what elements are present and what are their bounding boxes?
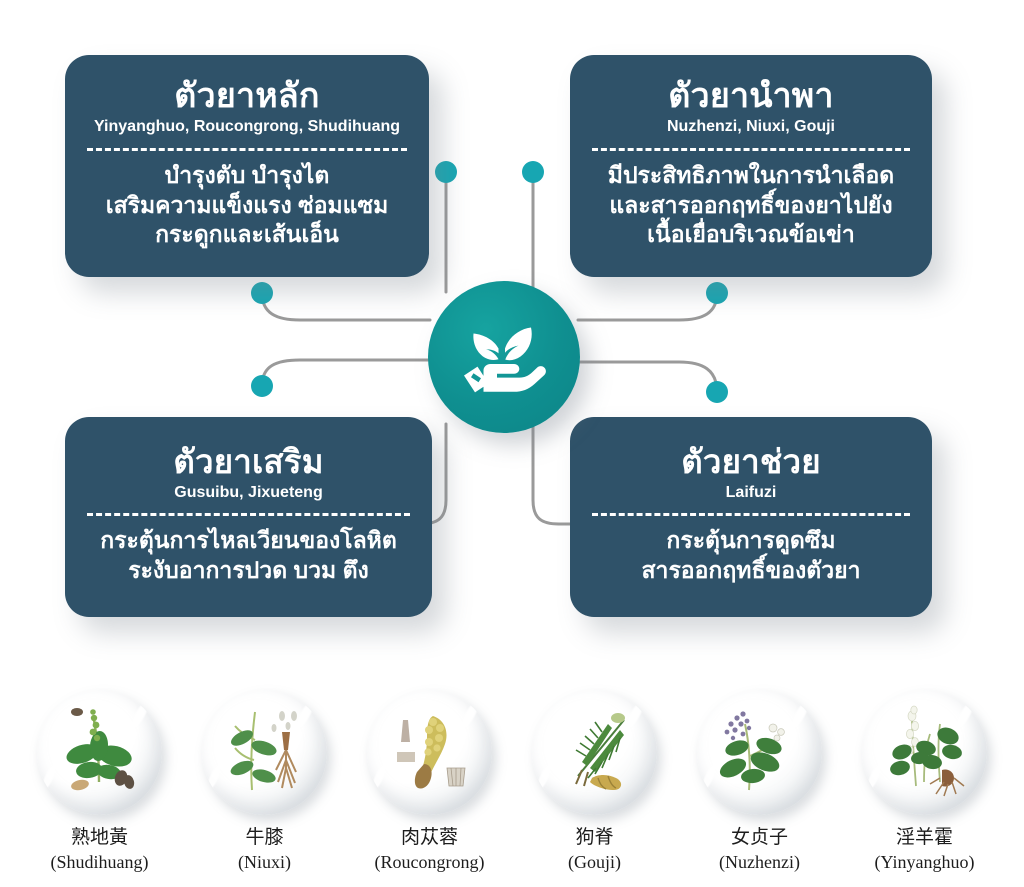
card-assistant-body: กระตุ้นการไหลเวียนของโลหิต ระงับอาการปวด… (100, 527, 397, 583)
connector-line-left-upper (260, 291, 432, 322)
specimen-label: 牛膝 (Niuxi) (238, 826, 291, 874)
card-envoy-herb[interactable]: ตัวยาช่วย Laifuzi กระตุ้นการดูดซึม สารออ… (570, 417, 932, 617)
specimen-name-en: (Roucongrong) (374, 851, 485, 872)
specimen-name-cn: 狗脊 (575, 827, 614, 848)
specimen-item[interactable]: 淫羊霍 (Yinyanghuo) (857, 690, 993, 874)
card-envoy-subtitle: Laifuzi (725, 483, 777, 501)
specimen-name-cn: 淫羊霍 (895, 827, 953, 848)
specimen-label: 淫羊霍 (Yinyanghuo) (875, 826, 975, 874)
specimen-name-cn: 牛膝 (245, 827, 284, 848)
specimen-label: 女贞子 (Nuzhenzi) (719, 826, 800, 874)
ligustrum-plant-icon (719, 711, 785, 791)
card-primary-title: ตัวยาหลัก (174, 76, 320, 115)
specimen-item[interactable]: 肉苁蓉 (Roucongrong) (362, 690, 498, 874)
card-primary-subtitle: Yinyanghuo, Roucongrong, Shudihuang (93, 118, 401, 136)
card-assistant-subtitle: Gusuibu, Jixueteng (174, 483, 323, 501)
connector-dot-top-left (435, 161, 457, 183)
card-envoy-title: ตัวยาช่วย (681, 443, 821, 481)
card-courier-title: ตัวยานำพา (668, 76, 834, 115)
specimen-orb (532, 690, 657, 815)
connector-dot-top-right (522, 161, 544, 183)
specimen-name-cn: 熟地黃 (70, 827, 128, 848)
card-assistant-herb[interactable]: ตัวยาเสริม Gusuibu, Jixueteng กระตุ้นการ… (65, 417, 432, 617)
cibotium-fern-icon (575, 713, 625, 790)
epimedium-plant-icon (890, 705, 965, 797)
specimen-name-en: (Niuxi) (238, 851, 291, 872)
specimen-item[interactable]: 狗脊 (Gouji) (527, 690, 663, 874)
specimen-name-en: (Shudihuang) (50, 851, 149, 872)
card-courier-subtitle: Nuzhenzi, Niuxi, Gouji (667, 118, 835, 136)
achyranthes-plant-icon (230, 711, 297, 791)
connector-dot-right-lower (706, 381, 728, 403)
connector-line-left-lower (260, 358, 432, 388)
specimen-label: 肉苁蓉 (Roucongrong) (375, 826, 485, 874)
card-envoy-body: กระตุ้นการดูดซึม สารออกฤทธิ์ของตัวยา (641, 527, 861, 583)
specimen-name-en: (Nuzhenzi) (719, 851, 800, 872)
specimen-name-en: (Yinyanghuo) (874, 851, 975, 872)
card-courier-body: มีประสิทธิภาพในการนำเลือด และสารออกฤทธิ์… (607, 161, 895, 248)
specimen-label: 熟地黃 (Shudihuang) (51, 826, 149, 874)
card-assistant-title: ตัวยาเสริม (173, 443, 324, 481)
card-divider (592, 147, 910, 151)
card-divider (87, 147, 407, 151)
connector-dot-left-upper (251, 282, 273, 304)
specimen-item[interactable]: 女贞子 (Nuzhenzi) (692, 690, 828, 874)
specimen-orb (862, 690, 987, 815)
hand-holding-leaves-icon (464, 327, 546, 393)
specimen-name-cn: 肉苁蓉 (400, 827, 458, 848)
card-divider (592, 513, 910, 517)
card-divider (87, 513, 410, 517)
specimen-orb (367, 690, 492, 815)
specimen-row: 熟地黃 (Shudihuang) (0, 690, 1024, 874)
connector-line-right-upper (576, 291, 719, 322)
specimen-item[interactable]: 熟地黃 (Shudihuang) (32, 690, 168, 874)
specimen-orb (697, 690, 822, 815)
specimen-label: 狗脊 (Gouji) (568, 826, 621, 874)
connector-dot-right-upper (706, 282, 728, 304)
specimen-name-en: (Gouji) (568, 851, 621, 872)
specimen-orb (37, 690, 162, 815)
connector-line-right-lower (576, 360, 719, 394)
card-primary-herb[interactable]: ตัวยาหลัก Yinyanghuo, Roucongrong, Shudi… (65, 55, 429, 277)
rehmannia-plant-icon (66, 708, 135, 791)
specimen-item[interactable]: 牛膝 (Niuxi) (197, 690, 333, 874)
connector-dot-left-lower (251, 375, 273, 397)
specimen-name-cn: 女贞子 (730, 827, 788, 848)
card-courier-herb[interactable]: ตัวยานำพา Nuzhenzi, Niuxi, Gouji มีประสิ… (570, 55, 932, 277)
center-hub[interactable] (428, 281, 580, 433)
card-primary-body: บำรุงตับ บำรุงไต เสริมความแข็งแรง ซ่อมแซ… (105, 161, 389, 248)
specimen-orb (202, 690, 327, 815)
cistanche-plant-icon (397, 716, 466, 789)
